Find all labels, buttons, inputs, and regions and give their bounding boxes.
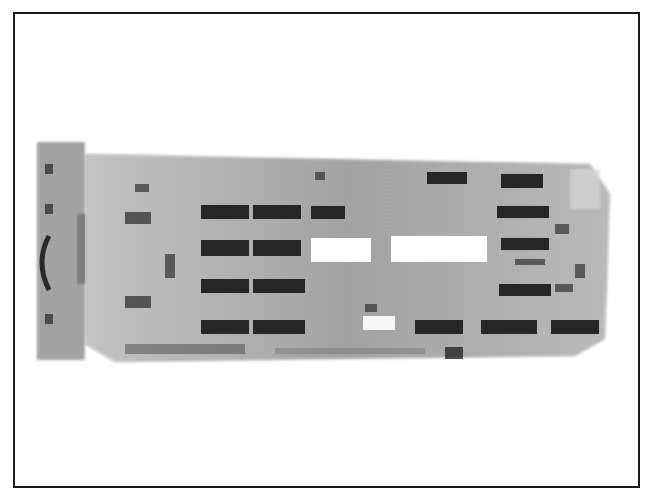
chip [501,238,549,250]
chip-label [391,236,487,262]
chip [253,279,305,293]
chip [125,212,151,224]
chip-label [311,238,371,262]
chip [201,240,249,256]
chip [551,320,599,334]
chip [125,296,151,308]
ic-chips [125,172,599,359]
photo-frame [13,12,640,488]
chip [501,174,543,188]
chip [481,320,537,334]
chip [497,206,549,218]
chip [427,172,467,184]
chip [201,205,249,219]
chip [253,205,301,219]
chip [499,284,551,296]
chip [445,347,463,359]
chip [201,320,249,334]
chip [201,279,249,293]
chip [311,206,345,219]
circuit-board-photo [37,142,610,362]
chip-labels [311,236,487,330]
chip [253,240,301,256]
small-components [135,172,585,312]
chip [415,320,463,334]
chip [253,320,305,334]
